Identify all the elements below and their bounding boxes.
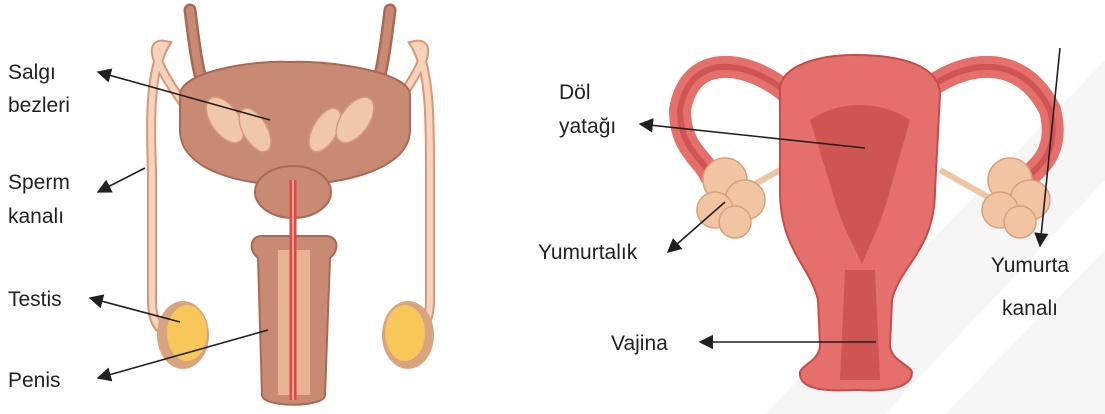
testis-right bbox=[382, 301, 434, 369]
label-dol: Döl bbox=[559, 80, 591, 106]
label-penis: Penis bbox=[8, 368, 61, 394]
cervix bbox=[840, 270, 880, 380]
label-yatagi: yatağı bbox=[559, 114, 616, 140]
ovary-left bbox=[697, 158, 765, 238]
pointer-sperm bbox=[98, 168, 145, 192]
label-yumurtalik: Yumurtalık bbox=[538, 240, 637, 266]
male-reproductive-system bbox=[151, 10, 434, 405]
label-yumurta: Yumurta bbox=[972, 253, 1088, 279]
label-vajina: Vajina bbox=[611, 331, 668, 357]
label-bezleri: bezleri bbox=[8, 93, 70, 119]
label-sperm: Sperm bbox=[8, 170, 70, 196]
label-yumurta-kanali: kanalı bbox=[972, 296, 1088, 322]
label-sperm-kanali: kanalı bbox=[8, 204, 64, 230]
label-testis: Testis bbox=[8, 287, 62, 313]
female-reproductive-system bbox=[680, 55, 1053, 390]
label-salgi: Salgı bbox=[8, 60, 56, 86]
